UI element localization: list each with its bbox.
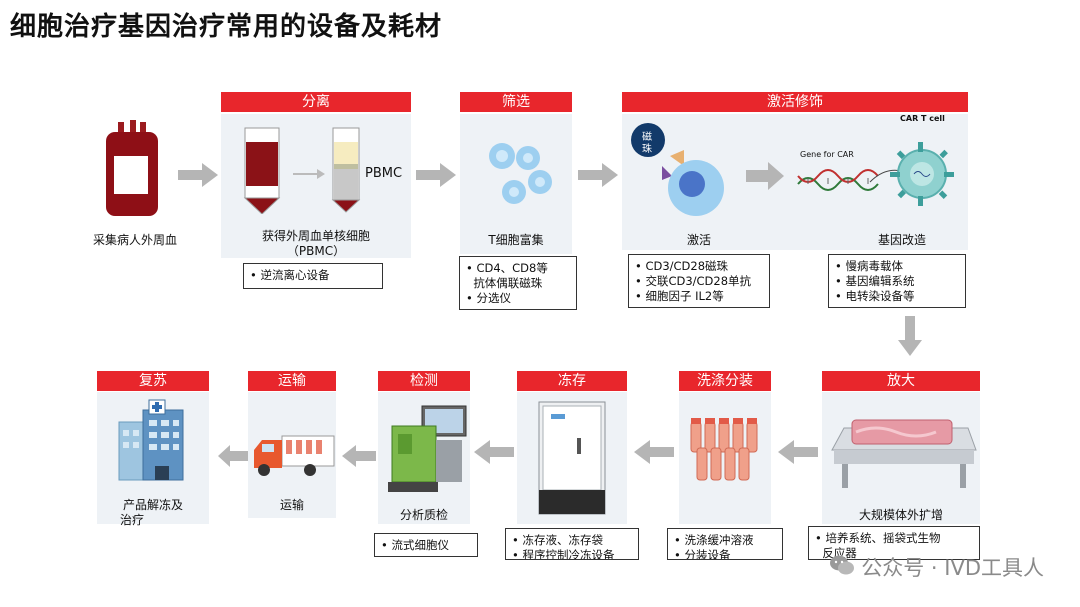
list-item: • 分装设备 bbox=[674, 548, 731, 560]
expansion-equipment-box: • 培养系统、摇袋式生物 反应器 bbox=[808, 526, 980, 560]
activation-panel: 磁 珠 Gene for CAR CAR T cell 激活 基因改造 bbox=[622, 114, 968, 250]
car-t-cell-label: CAR T cell bbox=[900, 114, 945, 123]
bead-label: 磁 bbox=[642, 132, 652, 143]
list-item: • CD4、CD8等 bbox=[466, 261, 548, 275]
separation-equipment-box: • 逆流离心设备 bbox=[243, 263, 383, 289]
separation-label: 获得外周血单核细胞 bbox=[261, 229, 370, 243]
truck-icon bbox=[254, 435, 335, 476]
flow-arrow-icon bbox=[178, 163, 218, 191]
list-item: • 电转染设备等 bbox=[835, 289, 915, 303]
transport-panel: 运输 bbox=[248, 392, 336, 518]
test-panel: 分析质检 bbox=[378, 392, 470, 524]
flow-arrow-left-icon bbox=[474, 440, 514, 468]
screening-label: T细胞富集 bbox=[488, 233, 544, 247]
separation-header: 分离 bbox=[221, 92, 411, 112]
bead-label-2: 珠 bbox=[642, 144, 652, 155]
list-item: • 慢病毒载体 bbox=[835, 259, 903, 273]
freeze-equipment-box: • 冻存液、冻存袋 • 程序控制冷冻设备 bbox=[505, 528, 639, 560]
tubes-rack-icon bbox=[690, 418, 758, 481]
t-cells-icon bbox=[489, 143, 552, 204]
screening-panel: T细胞富集 bbox=[460, 114, 572, 254]
list-item: • 程序控制冷冻设备 bbox=[512, 548, 615, 560]
expansion-label: 大规模体外扩增 bbox=[858, 508, 943, 522]
blood-bag-icon bbox=[100, 120, 164, 220]
list-item: 反应器 bbox=[822, 546, 857, 560]
transport-header: 运输 bbox=[248, 371, 336, 391]
list-item: • 流式细胞仪 bbox=[381, 538, 449, 552]
bioreactor-icon bbox=[831, 419, 977, 488]
list-item: • 洗涤缓冲溶液 bbox=[674, 533, 754, 547]
flow-arrow-left-icon bbox=[218, 445, 248, 471]
freeze-panel bbox=[517, 392, 627, 524]
wash-panel bbox=[679, 392, 771, 524]
watermark: 公众号 · IVD工具人 bbox=[829, 552, 1044, 582]
flow-arrow-left-icon bbox=[634, 440, 674, 468]
pbmc-tag: PBMC bbox=[365, 166, 403, 181]
gene-for-car-label: Gene for CAR bbox=[800, 150, 854, 159]
watermark-text: 公众号 · IVD工具人 bbox=[861, 556, 1044, 580]
expansion-panel: 大规模体外扩增 bbox=[822, 392, 980, 524]
list-item: • 交联CD3/CD28单抗 bbox=[635, 274, 752, 288]
list-item: 抗体偶联磁珠 bbox=[473, 276, 543, 290]
revive-label-2: 治疗 bbox=[119, 513, 144, 527]
list-item: • 分选仪 bbox=[466, 291, 511, 305]
screening-header: 筛选 bbox=[460, 92, 572, 112]
revive-panel: 产品解冻及 治疗 bbox=[97, 392, 209, 527]
activation-modification-icon bbox=[631, 123, 954, 216]
separation-panel: PBMC 获得外周血单核细胞 （PBMC） bbox=[221, 114, 411, 258]
expansion-header: 放大 bbox=[822, 371, 980, 391]
activation-header: 激活修饰 bbox=[622, 92, 968, 112]
separation-label-2: （PBMC） bbox=[286, 244, 346, 258]
wash-header: 洗涤分装 bbox=[679, 371, 771, 391]
list-item: • 细胞因子 IL2等 bbox=[635, 289, 724, 303]
freeze-header: 冻存 bbox=[517, 371, 627, 391]
wechat-icon bbox=[829, 554, 855, 581]
activate-label: 激活 bbox=[686, 233, 711, 247]
wash-reagents-box: • 洗涤缓冲溶液 • 分装设备 bbox=[667, 528, 783, 560]
list-item: • 基因编辑系统 bbox=[835, 274, 915, 288]
test-equipment-box: • 流式细胞仪 bbox=[374, 533, 478, 557]
centrifuge-tubes-icon bbox=[243, 127, 361, 214]
gene-modification-box: • 慢病毒载体 • 基因编辑系统 • 电转染设备等 bbox=[828, 254, 966, 308]
flow-cytometer-icon bbox=[388, 405, 467, 492]
list-item: • CD3/CD28磁珠 bbox=[635, 259, 729, 273]
freezer-icon bbox=[538, 401, 606, 515]
revive-header: 复苏 bbox=[97, 371, 209, 391]
gene-modify-label: 基因改造 bbox=[877, 233, 926, 247]
flow-arrow-left-icon bbox=[778, 440, 818, 468]
flow-arrow-down-icon bbox=[898, 316, 922, 360]
list-item: • 逆流离心设备 bbox=[250, 268, 330, 282]
hospital-icon bbox=[118, 399, 184, 481]
list-item: • 冻存液、冻存袋 bbox=[512, 533, 603, 547]
revive-label: 产品解冻及 bbox=[122, 498, 183, 512]
flow-arrow-icon bbox=[578, 163, 618, 191]
page-title: 细胞治疗基因治疗常用的设备及耗材 bbox=[10, 12, 443, 42]
activation-reagents-box: • CD3/CD28磁珠 • 交联CD3/CD28单抗 • 细胞因子 IL2等 bbox=[628, 254, 770, 308]
collect-label: 采集病人外周血 bbox=[92, 233, 177, 247]
transport-label: 运输 bbox=[279, 498, 304, 512]
screening-reagents-box: • CD4、CD8等 抗体偶联磁珠 • 分选仪 bbox=[459, 256, 577, 310]
flow-arrow-icon bbox=[416, 163, 456, 191]
list-item: • 培养系统、摇袋式生物 bbox=[815, 531, 941, 545]
flow-arrow-left-icon bbox=[342, 445, 376, 471]
test-label: 分析质检 bbox=[399, 508, 448, 522]
test-header: 检测 bbox=[378, 371, 470, 391]
